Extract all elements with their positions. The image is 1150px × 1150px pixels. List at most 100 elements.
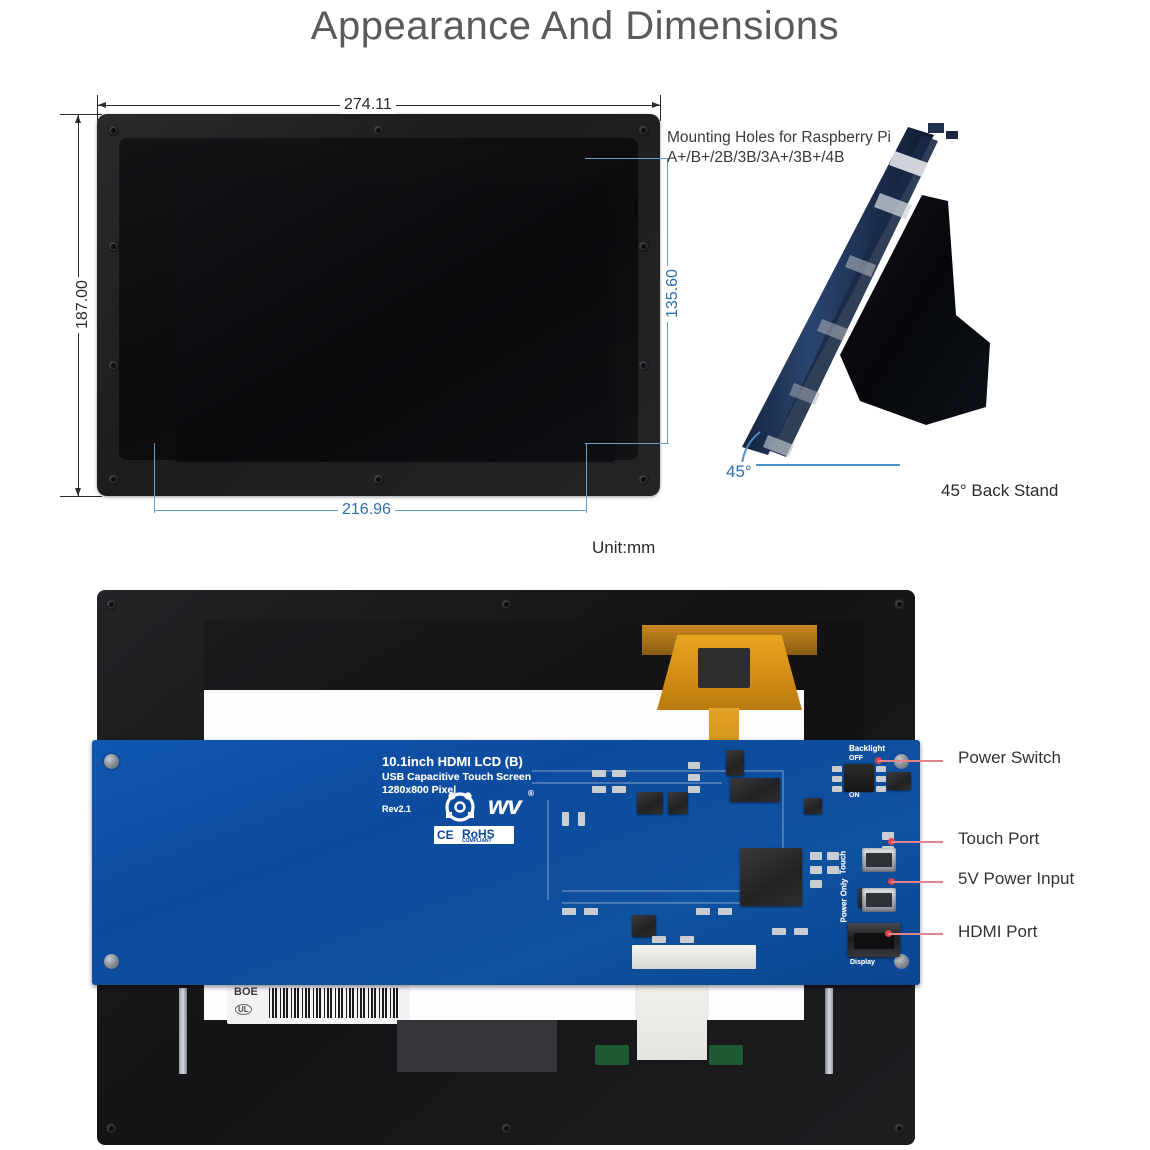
pcb-resolution: 1280x800 Pixel xyxy=(382,784,457,796)
bezel-screw xyxy=(638,474,649,485)
switch-pad xyxy=(832,776,842,782)
small-ic xyxy=(632,915,656,937)
mounting-note-line2: A+/B+/2B/3B/3A+/3B+/4B xyxy=(667,149,845,166)
smd-pad xyxy=(612,770,626,777)
hdmi-port-opening xyxy=(854,933,894,949)
waveshare-wordmark: wv xyxy=(488,790,522,820)
callout-label-power-input: 5V Power Input xyxy=(958,869,1075,888)
power-port-silk-label: Power Only xyxy=(839,878,849,923)
mount-bracket xyxy=(845,255,876,277)
stand-rail xyxy=(770,135,938,457)
pcb-screw xyxy=(102,952,121,971)
side-view-device xyxy=(690,105,1050,495)
dim-arrow-left xyxy=(98,102,106,108)
bezel-screw xyxy=(638,241,649,252)
dim-arrow-right xyxy=(652,102,660,108)
bezel-screw xyxy=(373,125,384,136)
bezel-screw xyxy=(108,125,119,136)
display-port-silk-label: Display xyxy=(850,959,875,966)
smd-pad xyxy=(592,770,606,777)
callout-line-power-input xyxy=(891,881,943,883)
smd-pad xyxy=(688,786,700,793)
back-screw xyxy=(501,599,512,610)
touch-controller-ic xyxy=(698,648,750,688)
power-usb-port[interactable] xyxy=(862,888,896,912)
dim-ext-line-right xyxy=(660,95,661,121)
callout-line-power-switch xyxy=(878,760,943,762)
ce-mark-icon: CE xyxy=(437,828,454,842)
callout-line-hdmi-port xyxy=(888,933,943,935)
driver-pcb: 10.1inch HDMI LCD (B) USB Capacitive Tou… xyxy=(92,740,920,985)
power-switch-toggle[interactable] xyxy=(844,764,874,792)
smd-pad xyxy=(680,936,694,943)
lvds-connector xyxy=(632,945,756,969)
smd-pad xyxy=(562,812,569,826)
bezel-screw xyxy=(638,360,649,371)
regulator-ic xyxy=(637,792,663,814)
barcode-icon xyxy=(269,988,401,1018)
smd-pad xyxy=(827,866,839,874)
smd-pad xyxy=(718,908,732,915)
pcb-screw xyxy=(102,752,121,771)
side-connector xyxy=(946,131,958,139)
dim-ext-line-active-left xyxy=(154,443,155,513)
bezel-screw xyxy=(108,241,119,252)
mount-bracket xyxy=(763,435,794,457)
smd-pad xyxy=(562,908,576,915)
smd-pad xyxy=(652,936,666,943)
side-view-illustration xyxy=(741,123,990,466)
switch-off-label: OFF xyxy=(849,755,863,762)
pcb-revision: Rev2.1 xyxy=(382,804,412,814)
pcb-trace xyxy=(547,800,549,900)
hdmi-port[interactable] xyxy=(848,923,900,957)
switch-pad xyxy=(832,766,842,772)
regulator-ic xyxy=(668,792,688,814)
back-screw xyxy=(106,1123,117,1134)
back-view-device: BOE UL 10.1inch HDMI LCD (B) USB Capacit… xyxy=(92,590,920,1145)
smd-pad xyxy=(592,786,606,793)
back-screw xyxy=(894,1123,905,1134)
pcb-trace xyxy=(532,770,782,772)
smd-pad xyxy=(772,928,786,935)
smd-pad xyxy=(810,866,822,874)
bezel-screw xyxy=(108,474,119,485)
smd-pad xyxy=(688,762,700,769)
callout-label-power-switch: Power Switch xyxy=(958,748,1061,767)
smd-pad xyxy=(612,786,626,793)
angle-label: 45° xyxy=(722,462,756,482)
stand-foot-pad xyxy=(397,1020,557,1072)
back-screw xyxy=(894,599,905,610)
dim-ext-line-left xyxy=(97,95,98,121)
edge-board-right xyxy=(709,1045,743,1065)
small-ic xyxy=(804,798,822,814)
pcb-trace xyxy=(532,782,722,784)
bezel-screw xyxy=(108,360,119,371)
smd-pad xyxy=(578,812,585,826)
callout-label-touch-port: Touch Port xyxy=(958,829,1040,848)
mount-bracket xyxy=(789,383,820,405)
smd-pad xyxy=(584,908,598,915)
smd-pad xyxy=(696,908,710,915)
dim-label-outer-width: 274.11 xyxy=(340,96,396,114)
mount-bracket xyxy=(817,319,848,341)
crystal-oscillator xyxy=(726,750,744,776)
pcb-trace xyxy=(782,770,784,890)
pcb-trace xyxy=(562,902,742,904)
back-stand-caption: 45° Back Stand xyxy=(941,481,1059,500)
back-screw xyxy=(106,599,117,610)
stand-bracket-left xyxy=(179,988,187,1074)
flash-memory-ic xyxy=(730,778,780,802)
touch-usb-port[interactable] xyxy=(862,848,896,872)
dim-ext-line-active-bottom xyxy=(585,443,669,444)
smd-pad xyxy=(827,852,839,860)
smd-pad xyxy=(810,880,822,888)
main-scaler-ic xyxy=(740,848,802,906)
dim-ext-line-top xyxy=(60,114,102,115)
back-screw xyxy=(501,1123,512,1134)
smd-pad xyxy=(794,928,808,935)
registered-mark-icon: ® xyxy=(528,789,534,798)
callout-line-touch-port xyxy=(891,841,943,843)
dim-ext-line-active-right xyxy=(586,443,587,513)
front-bezel xyxy=(119,138,638,462)
certification-marks: CE RoHS COMPLIANT xyxy=(434,826,514,844)
